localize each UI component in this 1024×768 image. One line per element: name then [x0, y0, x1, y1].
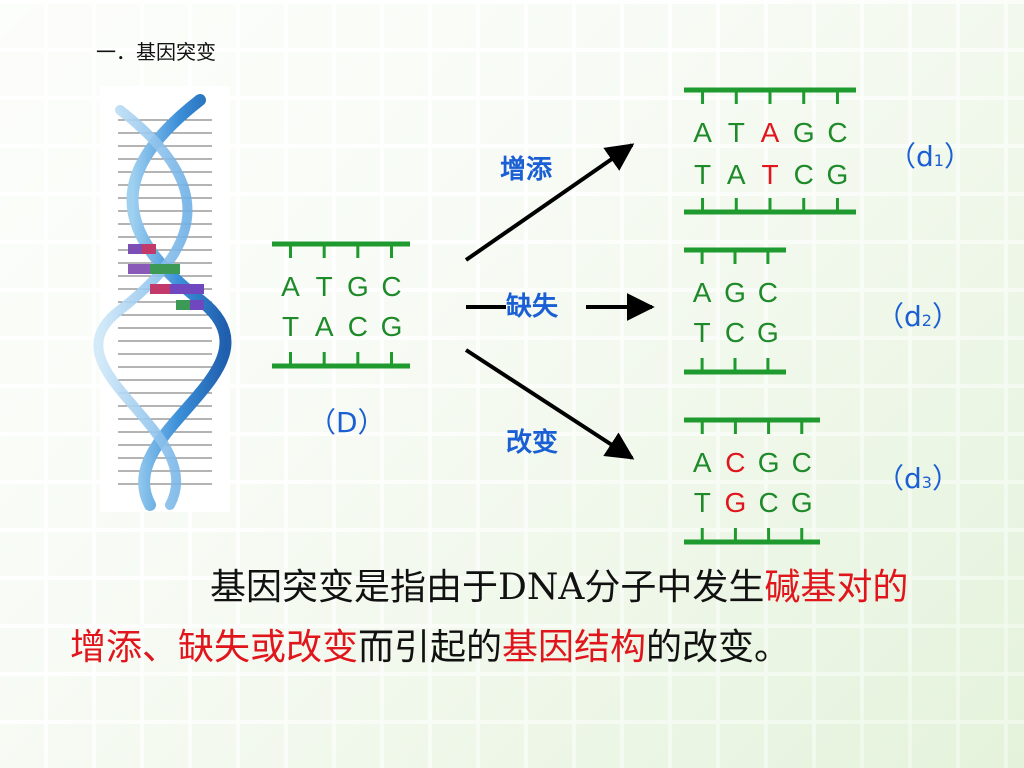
section-title: 一．基因突变 — [96, 40, 216, 64]
bottom-base: G — [725, 487, 747, 518]
label-insert: 增添 — [500, 154, 553, 185]
top-base: C — [827, 117, 847, 148]
top-base: G — [347, 271, 369, 302]
top-base: A — [281, 271, 300, 302]
top-base: G — [758, 447, 780, 478]
definition-line-2: 增添、缺失或改变而引起的基因结构的改变。 — [70, 627, 791, 668]
base-pair-blocks — [128, 244, 204, 310]
label-change: 改变 — [506, 427, 558, 458]
bottom-base: G — [827, 159, 849, 190]
definition-text: 基因突变是指由于DNA分子中发生碱基对的 增添、缺失或改变而引起的基因结构的改变… — [70, 558, 1000, 678]
top-base: G — [793, 117, 815, 148]
bottom-base: A — [727, 159, 746, 190]
top-base: A — [693, 277, 712, 308]
top-base: C — [792, 447, 812, 478]
label-d2: （d2） — [876, 300, 960, 333]
top-base: G — [724, 277, 746, 308]
dna-helix-illustration — [93, 86, 232, 512]
bottom-base: C — [794, 159, 814, 190]
bottom-base: G — [381, 311, 403, 342]
top-base: C — [381, 271, 401, 302]
bottom-base: T — [282, 311, 299, 342]
definition-line-1: 基因突变是指由于DNA分子中发生碱基对的 — [210, 567, 909, 608]
top-base: T — [728, 117, 745, 148]
arrow-change — [464, 348, 635, 460]
bottom-base: C — [758, 487, 778, 518]
bottom-base: A — [315, 311, 334, 342]
top-base: A — [693, 117, 712, 148]
top-base: A — [761, 117, 780, 148]
bottom-base: T — [761, 159, 778, 190]
top-base: T — [316, 271, 333, 302]
bottom-base: T — [694, 159, 711, 190]
label-delete: 缺失 — [506, 292, 559, 322]
label-d3: （d3） — [876, 462, 960, 495]
top-base: C — [758, 277, 778, 308]
arrow-insert — [464, 143, 635, 262]
bottom-base: C — [725, 317, 745, 348]
top-base: C — [725, 447, 745, 478]
bottom-base: T — [694, 487, 711, 518]
label-original: （D） — [308, 406, 386, 439]
top-base: A — [693, 447, 712, 478]
bottom-base: G — [791, 487, 813, 518]
bottom-base: C — [348, 311, 368, 342]
label-d1: （d1） — [888, 140, 972, 173]
bottom-base: G — [757, 317, 779, 348]
bottom-base: T — [694, 317, 711, 348]
